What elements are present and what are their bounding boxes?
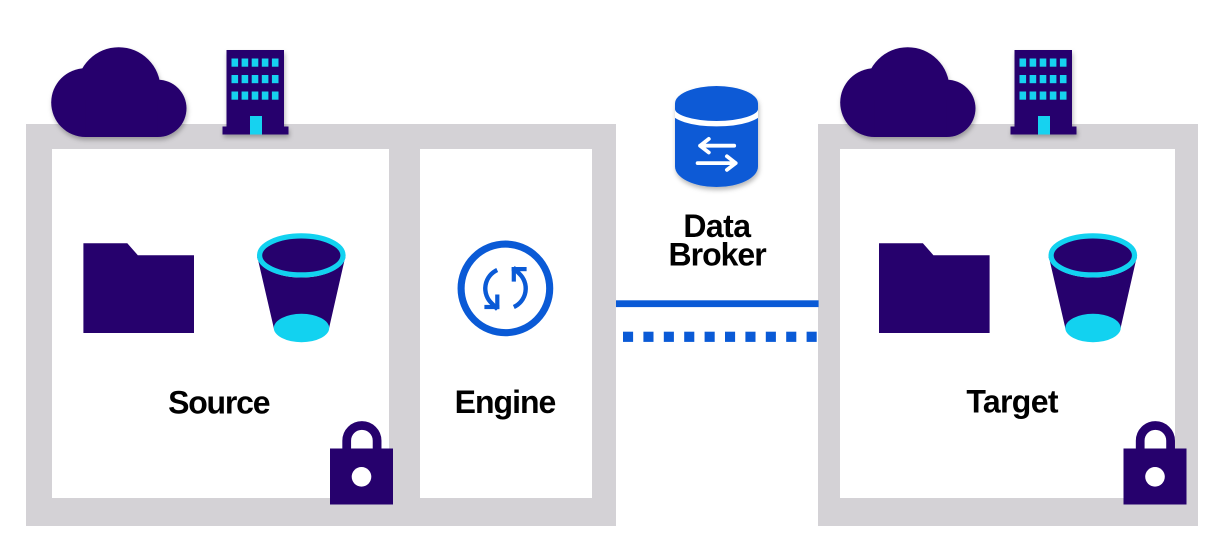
svg-text:Data: Data — [683, 208, 751, 244]
svg-text:Target: Target — [966, 383, 1059, 419]
svg-text:Broker: Broker — [669, 237, 767, 273]
svg-text:Engine: Engine — [455, 384, 556, 420]
svg-text:Source: Source — [168, 385, 270, 421]
